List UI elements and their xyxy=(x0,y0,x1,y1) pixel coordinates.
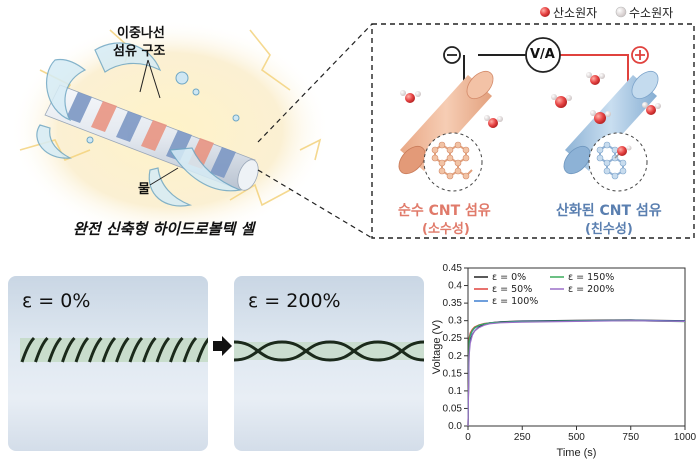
coil-turn xyxy=(47,336,63,363)
hydrogen-legend-icon xyxy=(615,6,627,18)
coil-turn xyxy=(155,336,171,363)
coil-turn xyxy=(169,336,184,363)
photo-strain-0: ε = 0% xyxy=(8,276,208,451)
coil-turn xyxy=(101,336,117,363)
pristine-lattice-zoom xyxy=(423,132,483,192)
zoom-line-top xyxy=(257,23,373,143)
coil-turn xyxy=(196,337,208,363)
y-tick-label: 0.4 xyxy=(448,281,462,292)
plus-icon xyxy=(635,50,645,60)
y-tick-label: 0.15 xyxy=(443,368,463,379)
coil-turn xyxy=(20,336,36,363)
oxygen-legend-icon xyxy=(540,7,550,17)
x-tick-label: 750 xyxy=(622,432,639,443)
water-molecules xyxy=(400,72,661,128)
photo-strain-200-label: ε = 200% xyxy=(248,290,341,312)
zoom-line-bottom xyxy=(257,169,373,239)
x-tick-label: 500 xyxy=(568,432,585,443)
coil-turn xyxy=(115,336,130,363)
water-splash xyxy=(36,42,243,207)
water-label: 물 xyxy=(138,182,150,197)
meter-label: V/A xyxy=(530,47,555,62)
helix-strand-b xyxy=(234,340,424,362)
water-droplets xyxy=(86,71,240,144)
voltage-time-chart: 0 250 500 750 1000 0.0 0.05 0.1 0.15 0.2 0.25 0.3 0.… xyxy=(431,263,697,459)
coil-turn xyxy=(128,336,144,363)
pristine-fiber-title: 순수 CNT 섬유 xyxy=(398,203,491,219)
y-tick-label: 0.0 xyxy=(448,421,462,432)
plot-frame xyxy=(467,267,686,427)
y-tick-label: 0.2 xyxy=(448,351,462,362)
meter-circle xyxy=(525,37,561,73)
oxidized-fiber-title: 산화된 CNT 섬유 xyxy=(556,203,662,219)
y-tick-label: 0.25 xyxy=(443,333,463,344)
oxidized-lattice-zoom xyxy=(588,132,648,192)
coiled-fiber-stretched xyxy=(234,340,424,362)
arrow-right-icon xyxy=(213,336,232,356)
x-tick-label: 250 xyxy=(514,432,531,443)
coil-turn xyxy=(34,336,49,363)
x-tick-label: 1000 xyxy=(674,432,697,443)
oxidized-cnt-fiber xyxy=(563,70,659,175)
y-tick-label: 0.35 xyxy=(443,298,463,309)
legend-label-3: ε = 150% xyxy=(568,272,614,283)
oxidized-fiber-sub: (친수성) xyxy=(585,222,633,237)
y-tick-label: 0.1 xyxy=(448,386,462,397)
x-axis-label: Time (s) xyxy=(557,447,597,459)
device-caption: 완전 신축형 하이드로볼텍 셀 xyxy=(73,220,255,238)
legend-label-1: ε = 50% xyxy=(492,284,532,295)
hydrovoltaic-illustration xyxy=(10,6,695,240)
y-tick-label: 0.05 xyxy=(443,403,463,414)
coil-turn xyxy=(61,336,76,363)
structure-label-line2: 섬유 구조 xyxy=(113,44,166,59)
coil-turn xyxy=(74,336,90,363)
legend-label-2: ε = 100% xyxy=(492,296,538,307)
coil-turn xyxy=(182,336,198,363)
series-line-4 xyxy=(467,320,686,427)
zoom-box xyxy=(371,23,695,239)
x-tick-label: 0 xyxy=(465,432,471,443)
y-tick-label: 0.45 xyxy=(443,263,463,274)
y-axis-label: Voltage (V) xyxy=(431,320,443,374)
oxygen-legend-label: 산소원자 xyxy=(553,6,598,20)
coil-turn xyxy=(88,336,103,363)
pristine-cnt-fiber xyxy=(398,70,494,175)
legend-label-0: ε = 0% xyxy=(492,272,526,283)
structure-label-line1: 이중나선 xyxy=(117,26,165,41)
legend-label-4: ε = 200% xyxy=(568,284,614,295)
hydrogen-legend-label: 수소원자 xyxy=(629,6,674,20)
coil-turn xyxy=(142,336,157,363)
pristine-fiber-sub: (소수성) xyxy=(422,222,470,237)
helix-strand-a xyxy=(234,340,424,362)
y-tick-label: 0.3 xyxy=(448,316,462,327)
label-leaders xyxy=(139,59,179,186)
photo-strain-200: ε = 200% xyxy=(234,276,424,451)
coiled-fiber-relaxed xyxy=(20,336,208,363)
photo-strain-0-label: ε = 0% xyxy=(22,290,91,312)
